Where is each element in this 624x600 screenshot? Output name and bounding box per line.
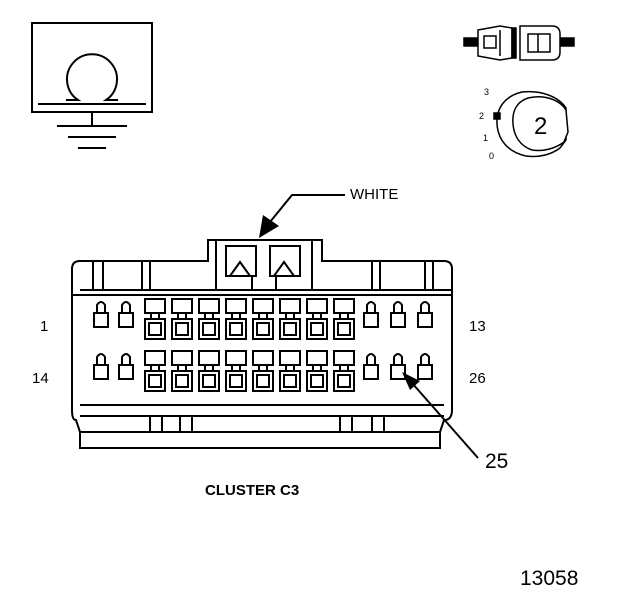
terminal-contact-10	[337, 322, 351, 336]
pin-label-13: 13	[469, 318, 486, 335]
terminal-contact-18	[202, 374, 216, 388]
terminal-cavity-13	[417, 312, 433, 328]
gauge-scale-0: 0	[489, 151, 495, 161]
terminal-cavity-19	[225, 370, 247, 392]
terminal-cavity-1	[93, 312, 109, 328]
terminal-cavities	[93, 298, 433, 392]
terminal-guide-4	[171, 298, 193, 314]
terminal-guide-18	[198, 350, 220, 366]
terminal-cavity-3	[144, 318, 166, 340]
callout-leader	[402, 372, 479, 459]
terminal-cavity-4	[171, 318, 193, 340]
terminal-contact-20	[256, 374, 270, 388]
terminal-latch-11	[366, 301, 376, 313]
terminal-contact-7	[256, 322, 270, 336]
terminal-guide-23	[333, 350, 355, 366]
terminal-cavity-20	[252, 370, 274, 392]
terminal-cavity-23	[333, 370, 355, 392]
terminal-guide-7	[252, 298, 274, 314]
terminal-latch-1	[96, 301, 106, 313]
terminal-cavity-17	[171, 370, 193, 392]
terminal-contact-17	[175, 374, 189, 388]
terminal-guide-16	[144, 350, 166, 366]
terminal-latch-2	[121, 301, 131, 313]
gauge-scale-3: 3	[484, 87, 490, 97]
terminal-guide-8	[279, 298, 301, 314]
terminal-guide-6	[225, 298, 247, 314]
terminal-latch-15	[121, 353, 131, 365]
terminal-guide-3	[144, 298, 166, 314]
terminal-cavity-14	[93, 364, 109, 380]
pin-label-26: 26	[469, 370, 486, 387]
terminal-guide-22	[306, 350, 328, 366]
pin-label-14: 14	[32, 370, 49, 387]
terminal-cavity-6	[225, 318, 247, 340]
pin-label-1: 1	[40, 318, 49, 335]
terminal-cavity-5	[198, 318, 220, 340]
connector-side-view-icon	[463, 25, 575, 61]
gauge-scale-2: 2	[479, 111, 485, 121]
terminal-contact-3	[148, 322, 162, 336]
terminal-cavity-7	[252, 318, 274, 340]
terminal-cavity-10	[333, 318, 355, 340]
wire-color-label: WHITE	[350, 186, 399, 203]
terminal-contact-8	[283, 322, 297, 336]
terminal-guide-19	[225, 350, 247, 366]
terminal-cavity-25	[390, 364, 406, 380]
terminal-cavity-9	[306, 318, 328, 340]
wire-color-leader	[259, 194, 345, 238]
terminal-latch-24	[366, 353, 376, 365]
terminal-cavity-18	[198, 370, 220, 392]
callout-pin-label: 25	[485, 450, 509, 473]
terminal-cavity-15	[118, 364, 134, 380]
figure-number: 13058	[520, 567, 579, 590]
terminal-contact-9	[310, 322, 324, 336]
terminal-latch-12	[393, 301, 403, 313]
terminal-contact-5	[202, 322, 216, 336]
terminal-contact-16	[148, 374, 162, 388]
terminal-latch-25	[393, 353, 403, 365]
terminal-guide-9	[306, 298, 328, 314]
terminal-size-value: 2	[534, 113, 548, 140]
terminal-cavity-24	[363, 364, 379, 380]
terminal-guide-20	[252, 350, 274, 366]
terminal-guide-21	[279, 350, 301, 366]
terminal-guide-5	[198, 298, 220, 314]
terminal-cavity-16	[144, 370, 166, 392]
terminal-contact-22	[310, 374, 324, 388]
terminal-contact-23	[337, 374, 351, 388]
terminal-contact-6	[229, 322, 243, 336]
terminal-cavity-2	[118, 312, 134, 328]
ground-symbol-icon	[31, 22, 153, 149]
terminal-contact-4	[175, 322, 189, 336]
terminal-contact-21	[283, 374, 297, 388]
terminal-guide-10	[333, 298, 355, 314]
terminal-cavity-22	[306, 370, 328, 392]
terminal-guide-17	[171, 350, 193, 366]
terminal-latch-26	[420, 353, 430, 365]
terminal-contact-19	[229, 374, 243, 388]
terminal-cavity-11	[363, 312, 379, 328]
connector-face	[71, 239, 453, 449]
terminal-size-gauge-icon	[493, 90, 569, 158]
terminal-cavity-21	[279, 370, 301, 392]
terminal-latch-13	[420, 301, 430, 313]
terminal-cavity-8	[279, 318, 301, 340]
terminal-cavity-26	[417, 364, 433, 380]
terminal-cavity-12	[390, 312, 406, 328]
terminal-latch-14	[96, 353, 106, 365]
gauge-scale-1: 1	[483, 133, 489, 143]
connector-name: CLUSTER C3	[205, 482, 300, 499]
